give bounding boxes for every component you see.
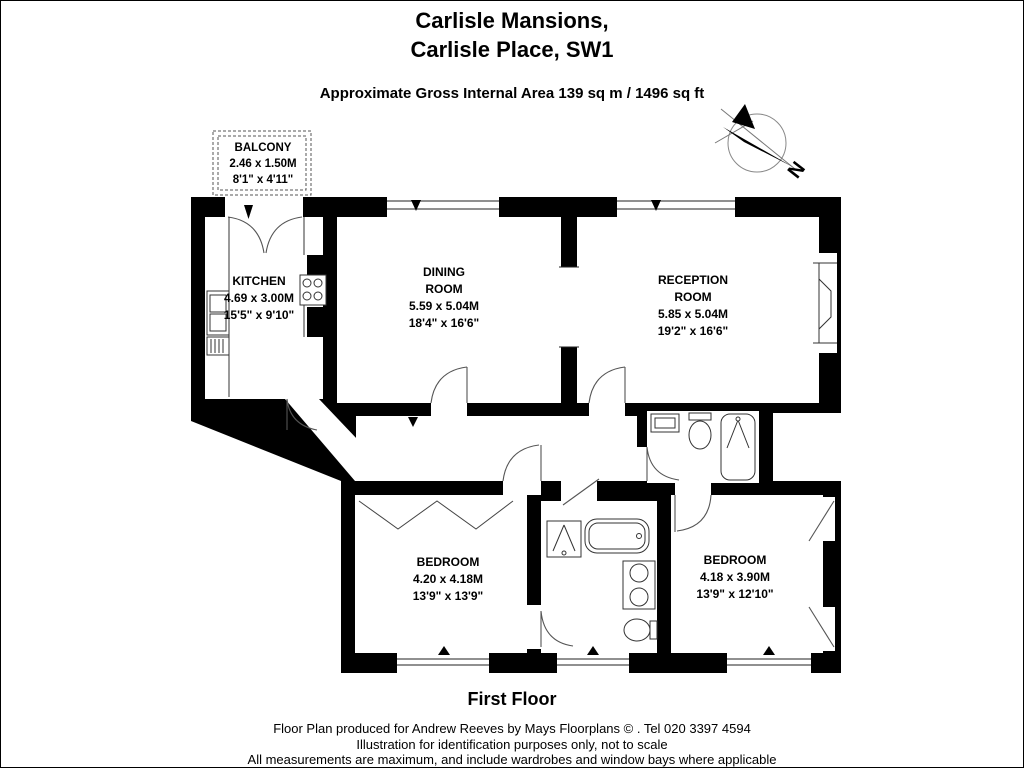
room-label-dining-room: DINING ROOM 5.59 x 5.04M 18'4" x 16'6" (409, 264, 479, 332)
footer-disclaimer-2: All measurements are maximum, and includ… (247, 752, 777, 767)
room-name: KITCHEN (232, 274, 286, 288)
basin-icon (622, 560, 656, 610)
wall-ticks (244, 200, 775, 655)
balcony-outline (212, 130, 312, 196)
shower-bath-icon (720, 413, 756, 481)
bathroom-top-fixtures (650, 412, 756, 481)
room-dim-metric: 5.59 x 5.04M (408, 299, 480, 313)
toilet-icon (688, 412, 712, 450)
hob-icon (299, 255, 327, 337)
room-dim-metric: 4.69 x 3.00M (223, 291, 295, 305)
bathtub-icon (584, 518, 650, 554)
room-dim-metric: 4.18 x 3.90M (699, 570, 771, 584)
room-label-kitchen: KITCHEN 4.69 x 3.00M 15'5" x 9'10" (224, 273, 294, 324)
room-dim-imperial: 19'2" x 16'6" (657, 324, 729, 338)
room-dim-imperial: 8'1" x 4'11" (232, 174, 294, 186)
room-dim-metric: 4.20 x 4.18M (412, 572, 484, 586)
room-name: DINING (422, 265, 465, 279)
bay-window (813, 262, 837, 344)
shower-icon (546, 520, 582, 558)
door-arcs (227, 216, 835, 648)
room-dim-imperial: 13'9" x 13'9" (412, 589, 484, 603)
room-dim-metric: 2.46 x 1.50M (229, 158, 297, 170)
wardrobe-zigzag (358, 500, 514, 530)
page-title-line1: Carlisle Mansions, (415, 8, 609, 33)
bathroom-mid-fixtures (546, 518, 658, 642)
room-label-bedroom-right: BEDROOM 4.18 x 3.90M 13'9" x 12'10" (696, 552, 773, 603)
room-label-reception-room: RECEPTION ROOM 5.85 x 5.04M 19'2" x 16'6… (658, 272, 728, 340)
compass-icon (714, 104, 796, 173)
floor-name-label: First Floor (467, 689, 557, 709)
windows (387, 200, 811, 666)
room-dim-imperial: 15'5" x 9'10" (223, 308, 295, 322)
room-name: ROOM (425, 282, 463, 296)
room-interiors (205, 197, 837, 673)
footer-disclaimer-1: Illustration for identification purposes… (356, 737, 668, 752)
toilet-icon (623, 618, 658, 642)
footer-credit-line: Floor Plan produced for Andrew Reeves by… (273, 721, 751, 736)
room-name: ROOM (674, 290, 712, 304)
room-label-bedroom-left: BEDROOM 4.20 x 4.18M 13'9" x 13'9" (413, 554, 483, 605)
gross-area-text: Approximate Gross Internal Area 139 sq m… (319, 85, 705, 102)
page-title-line2: Carlisle Place, SW1 (410, 37, 614, 62)
sink-icon (650, 413, 680, 433)
kitchen-sink-icon (206, 290, 230, 356)
room-label-balcony: BALCONY 2.46 x 1.50M 8'1" x 4'11" (229, 140, 296, 188)
room-dim-imperial: 18'4" x 16'6" (408, 316, 480, 330)
room-name: RECEPTION (657, 273, 729, 287)
room-name: BEDROOM (703, 553, 767, 567)
room-name: BEDROOM (416, 555, 480, 569)
room-dim-metric: 5.85 x 5.04M (657, 307, 729, 321)
room-name: BALCONY (234, 142, 292, 154)
room-dim-imperial: 13'9" x 12'10" (696, 587, 774, 601)
